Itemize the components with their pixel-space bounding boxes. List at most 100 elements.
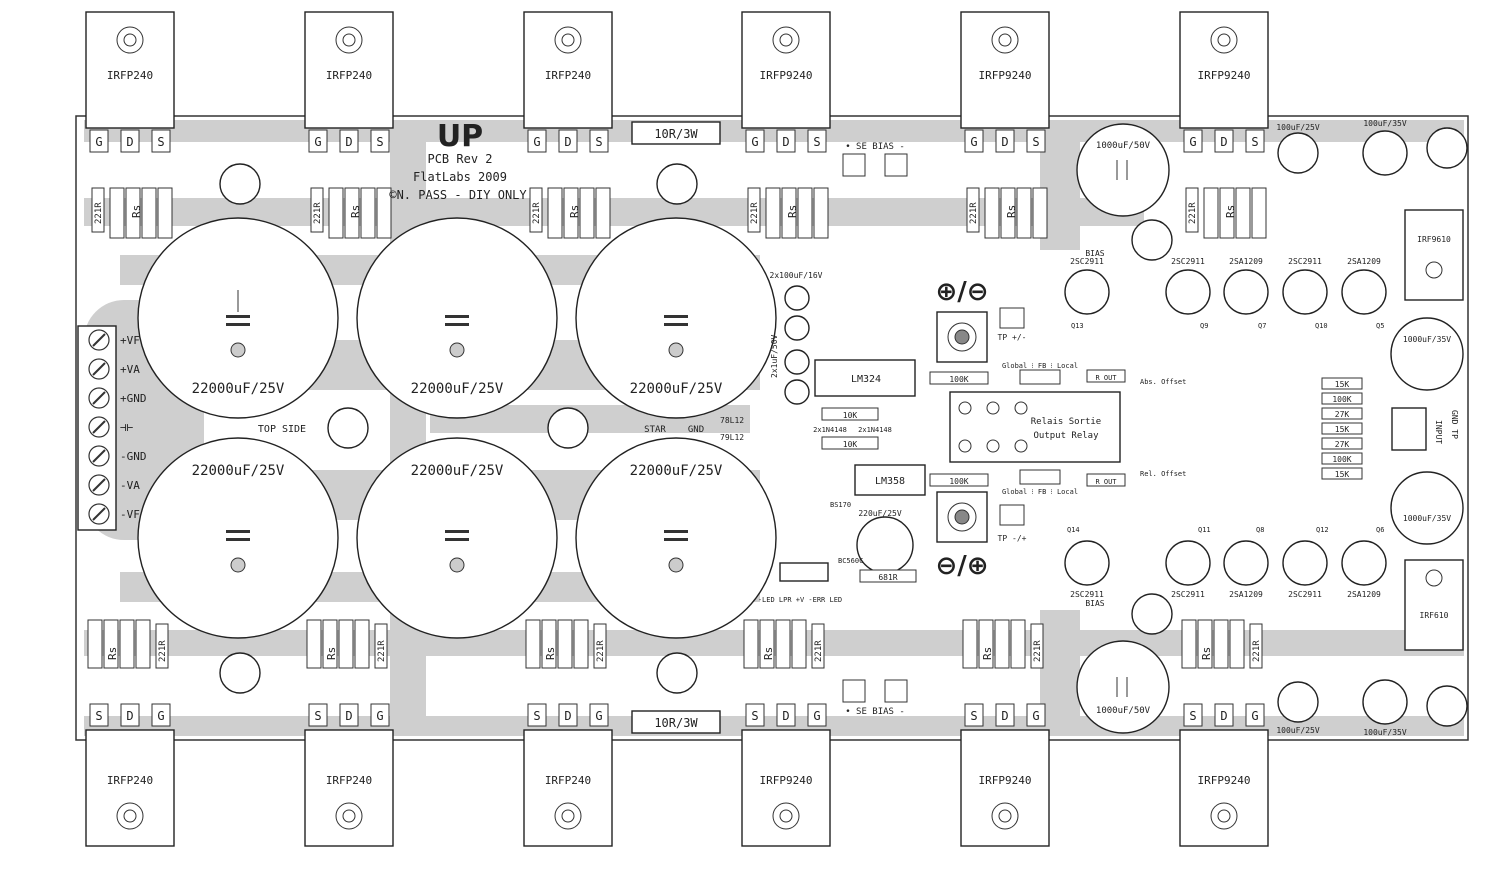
source-resistors-top: 221R Rs 221R Rs 221R Rs 221R Rs 221R Rs … (91, 187, 1267, 239)
load-resistor-bottom: 10R/3W (631, 710, 721, 734)
aux-cap-bottom: 1000uF/50V (1076, 640, 1170, 734)
pin-g: G (1189, 135, 1196, 149)
big-cap-3: 22000uF/25V (575, 217, 777, 419)
mosfet-bottom-6: IRFP9240 (1179, 729, 1269, 847)
tp-bottom: TP -/+ (998, 504, 1027, 543)
reg-78l12: 78L12 (720, 416, 744, 425)
pin-label: G (1251, 709, 1258, 723)
pin-g: G (533, 135, 540, 149)
pin-s: S (157, 135, 164, 149)
pin-label: S (533, 709, 540, 723)
svg-text:Global ⁝ FB ⁝ Local: Global ⁝ FB ⁝ Local (1002, 362, 1078, 370)
polarity-top: ⊕/⊖ (935, 277, 988, 307)
svg-text:2SA1209: 2SA1209 (1229, 590, 1263, 599)
terminal-label: ⊣⊢ (120, 421, 133, 434)
mosfet-label: IRFP9240 (979, 774, 1032, 787)
pin-s: S (813, 135, 820, 149)
gate-res-label: 221R (814, 640, 824, 662)
svg-text:221R: 221R (1188, 202, 1198, 224)
svg-text:100K: 100K (1332, 455, 1351, 464)
svg-text:220uF/25V: 220uF/25V (858, 509, 902, 518)
pin-label: G (376, 709, 383, 723)
pin-s: S (1032, 135, 1039, 149)
mounting-hole-right-bottom (1426, 685, 1468, 727)
svg-text:Q7: Q7 (1258, 322, 1266, 330)
mounting-hole-mid-2 (547, 407, 589, 449)
svg-text:IRF9610: IRF9610 (1417, 235, 1451, 244)
svg-text:681R: 681R (878, 573, 897, 582)
relay-label-fr: Relais Sortie (1031, 417, 1101, 427)
aux-cap-small-br: 100uF/35V (1362, 679, 1408, 737)
svg-text:2SC2911: 2SC2911 (1070, 590, 1104, 599)
svg-text:IRF610: IRF610 (1420, 611, 1449, 620)
mosfet-label: IRFP240 (326, 69, 372, 82)
resistor-block-top-5: 221R Rs (966, 187, 1048, 239)
mosfet-top-5: IRFP9240 (960, 11, 1050, 129)
svg-text:1000uF/35V: 1000uF/35V (1403, 514, 1451, 523)
top-side-label: TOP SIDE (258, 424, 306, 435)
svg-text:10K: 10K (843, 411, 858, 420)
output-relay: Relais Sortie Output Relay (949, 391, 1121, 463)
pin-group-top-2: G D S (308, 129, 390, 153)
svg-text:10R/3W: 10R/3W (654, 716, 698, 730)
svg-text:Q5: Q5 (1376, 322, 1384, 330)
mosfet-top-1: IRFP240 (85, 11, 175, 129)
mosfet-bottom-4: IRFP9240 (741, 729, 831, 847)
svg-text:22000uF/25V: 22000uF/25V (630, 381, 723, 397)
svg-text:Q14: Q14 (1067, 526, 1080, 534)
svg-text:100uF/35V: 100uF/35V (1363, 119, 1407, 128)
filter-caps: 22000uF/25V 22000uF/25V 22000uF/25V 2200… (137, 217, 777, 639)
star-label: STAR (644, 425, 666, 435)
rs-label: Rs (762, 647, 775, 660)
pin-g: G (95, 135, 102, 149)
pin-group-top-1: G D S (89, 129, 171, 153)
resistor-block-top-4: 221R Rs (747, 187, 829, 239)
transistor: 2SC2911 Q14 (1064, 526, 1110, 599)
pin-group-top-4: G D S (745, 129, 827, 153)
right-resistor-column: 15K 100K 27K 15K 27K 100K 15K (1321, 377, 1363, 480)
big-cap-4: 22000uF/25V (137, 437, 339, 639)
svg-text:TP -/+: TP -/+ (998, 534, 1027, 543)
bc560-label: BC560C (838, 557, 863, 565)
terminal-label: +VF (120, 334, 140, 347)
pin-label: D (782, 709, 789, 723)
big-cap-2: 22000uF/25V (356, 217, 558, 419)
pin-d: D (126, 135, 133, 149)
pin-label: D (1220, 709, 1227, 723)
bias-label-bottom: BIAS (1085, 599, 1104, 608)
mosfet-label: IRFP9240 (1198, 774, 1251, 787)
pin-d: D (1220, 135, 1227, 149)
pin-d: D (1001, 135, 1008, 149)
svg-text:Rs: Rs (349, 205, 362, 218)
svg-text:22000uF/25V: 22000uF/25V (630, 463, 723, 479)
diode-label: 2x1N4148 (813, 426, 847, 434)
reg-irf9610: IRF9610 (1404, 209, 1464, 301)
svg-text:Q9: Q9 (1200, 322, 1208, 330)
mounting-hole-mid-1 (327, 407, 369, 449)
svg-text:Q11: Q11 (1198, 526, 1211, 534)
svg-text:Rs: Rs (786, 205, 799, 218)
diode-label: 2x1N4148 (858, 426, 892, 434)
aux-cap-small-tr: 100uF/35V (1362, 119, 1408, 176)
svg-text:2SC2911: 2SC2911 (1171, 590, 1205, 599)
pin-label: D (564, 709, 571, 723)
gate-res-label: 221R (1033, 640, 1043, 662)
transistor: 2SC2911 Q11 (1165, 526, 1211, 599)
svg-text:Rs: Rs (1005, 205, 1018, 218)
svg-text:100K: 100K (949, 375, 968, 384)
resistor-block-top-3: 221R Rs (529, 187, 611, 239)
gate-res-label: 221R (158, 640, 168, 662)
aux-cap-right-mid-top: 1000uF/35V (1390, 317, 1464, 391)
